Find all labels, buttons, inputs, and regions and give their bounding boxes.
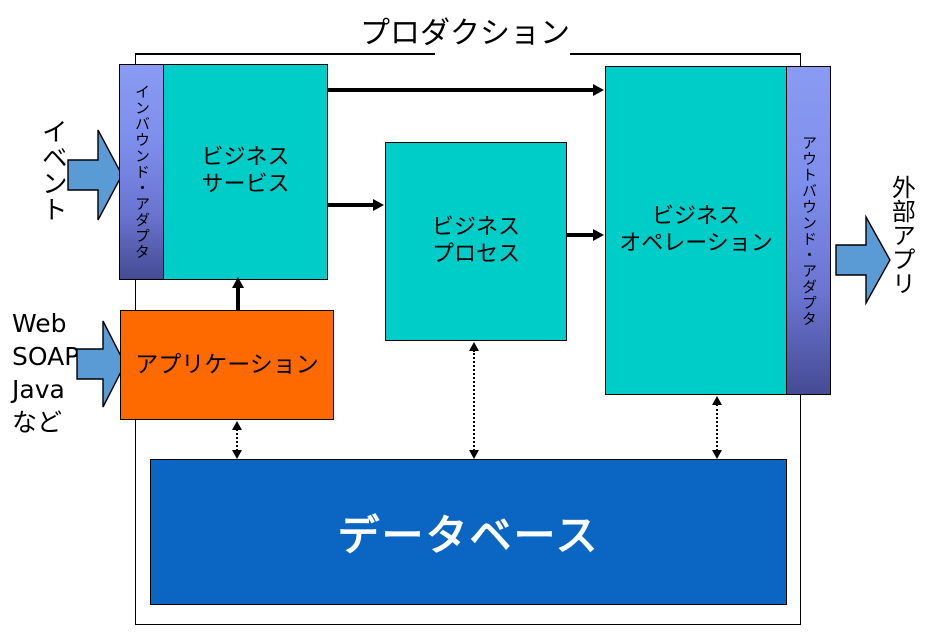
inputs-caption-line-2: SOAP xyxy=(12,342,80,371)
production-frame-top-right-segment xyxy=(570,53,801,55)
database-box[interactable]: データベース xyxy=(150,459,787,605)
business-process-box[interactable]: ビジネス プロセス xyxy=(385,142,567,341)
inbound-adapter-box[interactable]: インバウンド・アダプタ xyxy=(119,64,164,280)
service-to-operation-line xyxy=(328,88,596,92)
event-caption: イベント xyxy=(30,118,74,231)
business-service-label-line-2: サービス xyxy=(201,172,290,197)
inputs-caption-line-3: Java xyxy=(12,375,65,404)
operation-database-bottom-arrowhead xyxy=(712,450,722,459)
production-frame-top-left-segment xyxy=(135,53,435,55)
business-process-label-line-1: ビジネス xyxy=(431,214,520,240)
process-to-operation-line xyxy=(567,233,596,237)
application-database-dotted-line xyxy=(236,429,238,451)
service-to-process-line xyxy=(328,203,376,207)
application-input-block-arrow xyxy=(75,318,127,410)
inputs-caption-line-1: Web xyxy=(12,309,67,338)
event-caption-text: イベント xyxy=(37,118,68,222)
application-to-service-line xyxy=(236,288,240,310)
application-database-top-arrowhead xyxy=(232,421,242,430)
business-operation-box[interactable]: ビジネス オペレーション xyxy=(605,66,787,395)
outbound-adapter-label: アウトバウンド・アダプタ xyxy=(800,134,818,327)
external-app-caption-text: 外部アプリ xyxy=(887,175,916,295)
business-operation-label-line-2: オペレーション xyxy=(619,230,773,256)
business-process-label: ビジネス プロセス xyxy=(432,215,520,269)
database-label: データベース xyxy=(337,510,600,560)
outbound-adapter-box[interactable]: アウトバウンド・アダプタ xyxy=(786,66,831,395)
service-to-process-arrowhead xyxy=(373,198,384,211)
business-operation-label-line-1: ビジネス xyxy=(651,203,740,229)
inputs-caption: Web SOAP Java など xyxy=(12,307,79,439)
process-database-top-arrowhead xyxy=(469,342,479,351)
application-database-bottom-arrowhead xyxy=(232,450,242,459)
process-database-bottom-arrowhead xyxy=(469,450,479,459)
application-to-service-arrowhead xyxy=(232,277,244,288)
service-to-operation-arrowhead xyxy=(593,83,604,96)
outbound-external-block-arrow xyxy=(834,213,892,307)
operation-database-top-arrowhead xyxy=(712,396,722,405)
application-box[interactable]: アプリケーション xyxy=(120,310,334,420)
application-label: アプリケーション xyxy=(135,351,319,378)
business-operation-label: ビジネス オペレーション xyxy=(619,204,773,258)
external-app-caption: 外部アプリ xyxy=(884,175,918,302)
business-service-label-line-1: ビジネス xyxy=(201,145,290,171)
business-service-box[interactable]: ビジネス サービス xyxy=(163,64,328,280)
inbound-adapter-label: インバウンド・アダプタ xyxy=(133,84,151,260)
production-title: プロダクション xyxy=(360,16,570,51)
process-to-operation-arrowhead xyxy=(593,228,604,241)
operation-database-dotted-line xyxy=(716,404,718,451)
business-service-label: ビジネス サービス xyxy=(201,145,289,199)
inputs-caption-line-4: など xyxy=(12,408,63,437)
process-database-dotted-line xyxy=(473,350,475,451)
event-inbound-block-arrow xyxy=(66,126,124,224)
business-process-label-line-2: プロセス xyxy=(431,241,520,267)
